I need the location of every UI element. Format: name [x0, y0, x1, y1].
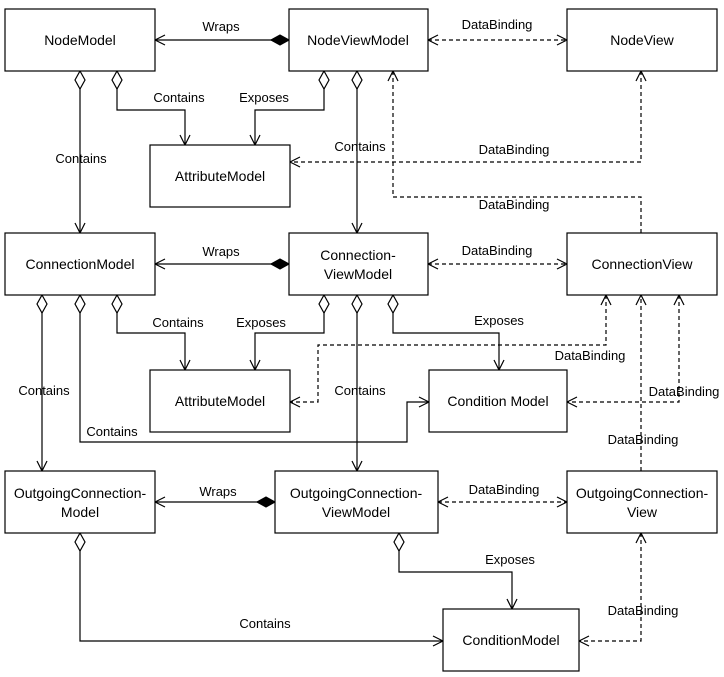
- node-nodeview: NodeView: [566, 8, 718, 72]
- edge-label-exposes: Exposes: [474, 313, 524, 328]
- node-connectionview: ConnectionView: [566, 232, 718, 296]
- exposes-edge-connectionviewmodel-condition: [393, 295, 499, 370]
- node-label: NodeView: [610, 32, 674, 48]
- contains-edge-outgoingmodel-condition: [80, 533, 443, 641]
- edges: [42, 40, 679, 641]
- edge-label-wraps: Wraps: [202, 19, 240, 34]
- node-outgoingconnectionviewmodel: OutgoingConnection- ViewModel: [274, 470, 439, 534]
- node-outgoingconnectionmodel: OutgoingConnection- Model: [4, 470, 156, 534]
- node-condition-model-1: Condition Model: [428, 369, 568, 433]
- edge-label-wraps: Wraps: [199, 484, 237, 499]
- node-label: ViewModel: [324, 266, 392, 282]
- node-label: ConnectionView: [592, 256, 694, 272]
- edge-label-contains: Contains: [153, 90, 205, 105]
- node-label: ConnectionModel: [26, 256, 135, 272]
- node-label: OutgoingConnection-: [576, 485, 709, 501]
- node-label: ConditionModel: [462, 632, 559, 648]
- edge-label-contains: Contains: [334, 383, 386, 398]
- node-attributemodel-2: AttributeModel: [149, 369, 291, 433]
- nodes: NodeModel NodeViewModel NodeView Attribu…: [4, 8, 718, 672]
- node-label: NodeModel: [44, 32, 116, 48]
- edge-label-contains: Contains: [55, 151, 107, 166]
- node-label: ViewModel: [322, 504, 390, 520]
- edge-label-databinding: DataBinding: [649, 384, 720, 399]
- node-attributemodel-1: AttributeModel: [149, 144, 291, 208]
- edge-label-exposes: Exposes: [239, 90, 289, 105]
- node-conditionmodel-2: ConditionModel: [442, 608, 580, 672]
- edge-label-contains: Contains: [152, 315, 204, 330]
- node-outgoingconnectionview: OutgoingConnection- View: [566, 470, 718, 534]
- edge-label-wraps: Wraps: [202, 244, 240, 259]
- edge-label-contains: Contains: [239, 616, 291, 631]
- edge-label-exposes: Exposes: [236, 315, 286, 330]
- edge-label-contains: Contains: [334, 139, 386, 154]
- edge-label-databinding: DataBinding: [479, 142, 550, 157]
- exposes-edge-nodeviewmodel-attribute: [255, 71, 324, 145]
- edge-label-contains: Contains: [86, 424, 138, 439]
- databinding-edge-connectionview-nodeviewmodel: [393, 71, 642, 233]
- databinding-edge-connectionview-condition: [567, 295, 679, 402]
- edge-label-contains: Contains: [18, 383, 70, 398]
- edge-label-databinding: DataBinding: [469, 482, 540, 497]
- node-label: AttributeModel: [175, 393, 265, 409]
- node-label: OutgoingConnection-: [290, 485, 423, 501]
- node-label: View: [627, 504, 658, 520]
- edge-label-databinding: DataBinding: [479, 197, 550, 212]
- node-nodemodel: NodeModel: [4, 8, 156, 72]
- contains-edge-connectionmodel-condition: [80, 295, 429, 443]
- edge-label-databinding: DataBinding: [462, 243, 533, 258]
- contains-edge-connectionmodel-attribute: [117, 295, 185, 370]
- databinding-edge-nodeview-attribute: [290, 71, 641, 162]
- node-connectionviewmodel: Connection- ViewModel: [288, 232, 429, 296]
- node-nodeviewmodel: NodeViewModel: [288, 8, 429, 72]
- node-label: Connection-: [320, 247, 396, 263]
- edge-label-databinding: DataBinding: [462, 17, 533, 32]
- node-connectionmodel: ConnectionModel: [4, 232, 156, 296]
- node-label: Condition Model: [447, 393, 548, 409]
- node-label: NodeViewModel: [307, 32, 409, 48]
- exposes-edge-connectionviewmodel-attribute: [255, 295, 324, 370]
- edge-label-exposes: Exposes: [485, 552, 535, 567]
- node-label: Model: [61, 504, 99, 520]
- node-label: AttributeModel: [175, 168, 265, 184]
- node-label: OutgoingConnection-: [14, 485, 147, 501]
- edge-label-databinding: DataBinding: [555, 348, 626, 363]
- edge-label-databinding: DataBinding: [608, 432, 679, 447]
- databinding-edge-outgoingview-condition: [579, 533, 641, 641]
- edge-label-databinding: DataBinding: [608, 603, 679, 618]
- exposes-edge-outgoingviewmodel-condition: [399, 533, 512, 609]
- edge-labels: Wraps DataBinding Contains Exposes Conta…: [18, 17, 719, 631]
- contains-edge-nodemodel-attribute: [117, 71, 185, 145]
